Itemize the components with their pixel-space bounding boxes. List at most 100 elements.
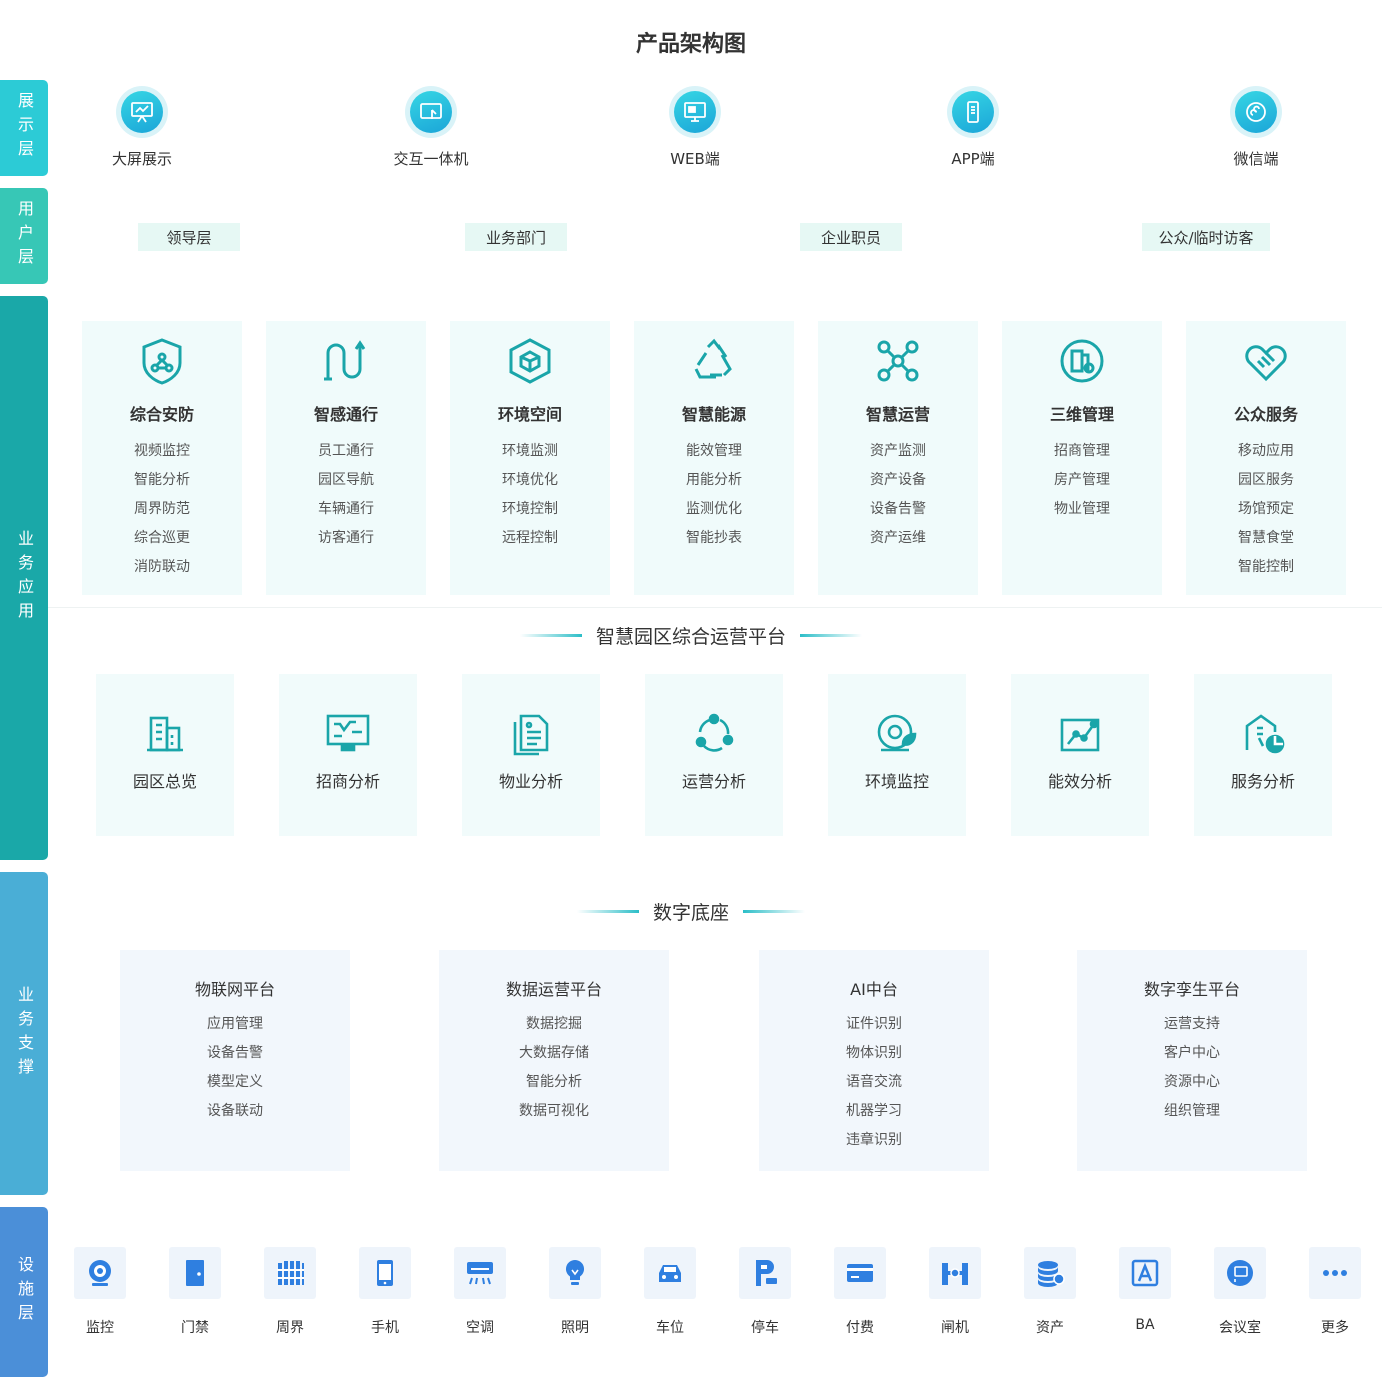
platform-card[interactable]: 环境监控	[828, 674, 966, 836]
app-module-card[interactable]: 智感通行 员工通行 园区导航 车辆通行 访客通行	[266, 321, 426, 595]
digital-platform-card[interactable]: 物联网平台 应用管理 设备告警 模型定义 设备联动	[120, 950, 350, 1171]
app-module-item[interactable]: 访客通行	[318, 530, 374, 546]
app-module-item[interactable]: 园区服务	[1238, 472, 1294, 488]
infra-item[interactable]: 周界	[250, 1247, 330, 1337]
app-module-card[interactable]: 综合安防 视频监控 智能分析 周界防范 综合巡更 消防联动	[82, 321, 242, 595]
app-module-item[interactable]: 资产监测	[870, 443, 926, 459]
infra-item[interactable]: 监控	[60, 1247, 140, 1337]
route-icon	[320, 335, 372, 387]
app-module-item[interactable]: 视频监控	[134, 443, 190, 459]
building-3d-icon	[1056, 335, 1108, 387]
digital-platform-item[interactable]: 客户中心	[1164, 1045, 1220, 1061]
digital-platform-item[interactable]: 物体识别	[846, 1045, 902, 1061]
app-module-item[interactable]: 环境优化	[502, 472, 558, 488]
digital-platform-card[interactable]: AI中台 证件识别 物体识别 语音交流 机器学习 违章识别	[759, 950, 989, 1171]
app-module-item[interactable]: 监测优化	[686, 501, 742, 517]
display-item[interactable]: 交互一体机	[371, 86, 491, 169]
app-module-item[interactable]: 场馆预定	[1238, 501, 1294, 517]
app-module-item[interactable]: 员工通行	[318, 443, 374, 459]
display-item[interactable]: WEB端	[635, 86, 755, 169]
infra-item-label: BA	[1135, 1317, 1155, 1333]
platform-title-text: 智慧园区综合运营平台	[595, 626, 786, 648]
app-module-item[interactable]: 移动应用	[1238, 443, 1294, 459]
car-icon	[644, 1247, 696, 1299]
parking-icon	[739, 1247, 791, 1299]
digital-platform-item[interactable]: 资源中心	[1164, 1074, 1220, 1090]
infra-item-label: 手机	[371, 1320, 399, 1336]
infra-item[interactable]: 停车	[725, 1247, 805, 1337]
platform-card[interactable]: 运营分析	[645, 674, 783, 836]
digital-platform-item[interactable]: 运营支持	[1164, 1016, 1220, 1032]
coins-icon	[1024, 1247, 1076, 1299]
app-module-card[interactable]: 三维管理 招商管理 房产管理 物业管理	[1002, 321, 1162, 595]
app-module-item[interactable]: 智能控制	[1238, 559, 1294, 575]
app-module-item[interactable]: 资产设备	[870, 472, 926, 488]
gate-icon	[929, 1247, 981, 1299]
app-module-item[interactable]: 园区导航	[318, 472, 374, 488]
app-module-card[interactable]: 公众服务 移动应用 园区服务 场馆预定 智慧食堂 智能控制	[1186, 321, 1346, 595]
platform-card[interactable]: 服务分析	[1194, 674, 1332, 836]
app-module-item[interactable]: 物业管理	[1054, 501, 1110, 517]
digital-platform-item[interactable]: 违章识别	[846, 1132, 902, 1148]
app-module-item[interactable]: 设备告警	[870, 501, 926, 517]
platform-card[interactable]: 能效分析	[1011, 674, 1149, 836]
digital-platform-card[interactable]: 数字孪生平台 运营支持 客户中心 资源中心 组织管理	[1077, 950, 1307, 1171]
digital-platform-item[interactable]: 数据可视化	[519, 1103, 589, 1119]
app-module-item[interactable]: 综合巡更	[134, 530, 190, 546]
digital-platform-item[interactable]: 模型定义	[207, 1074, 263, 1090]
infra-item[interactable]: 门禁	[155, 1247, 235, 1337]
user-tag[interactable]: 业务部门	[465, 223, 567, 251]
app-module-item[interactable]: 房产管理	[1054, 472, 1110, 488]
digital-platform-item[interactable]: 设备联动	[207, 1103, 263, 1119]
infra-item[interactable]: 车位	[630, 1247, 710, 1337]
infra-item[interactable]: 会议室	[1200, 1247, 1280, 1337]
display-item[interactable]: 微信端	[1196, 86, 1316, 169]
app-module-card[interactable]: 环境空间 环境监测 环境优化 环境控制 远程控制	[450, 321, 610, 595]
app-module-item[interactable]: 环境监测	[502, 443, 558, 459]
display-item[interactable]: 大屏展示	[82, 86, 202, 169]
digital-platform-item[interactable]: 证件识别	[846, 1016, 902, 1032]
infra-item[interactable]: 付费	[820, 1247, 900, 1337]
app-module-item[interactable]: 远程控制	[502, 530, 558, 546]
infra-item[interactable]: 资产	[1010, 1247, 1090, 1337]
digital-platform-item[interactable]: 语音交流	[846, 1074, 902, 1090]
app-module-item[interactable]: 车辆通行	[318, 501, 374, 517]
app-module-item[interactable]: 资产运维	[870, 530, 926, 546]
app-module-card[interactable]: 智慧运营 资产监测 资产设备 设备告警 资产运维	[818, 321, 978, 595]
digital-platform-item[interactable]: 组织管理	[1164, 1103, 1220, 1119]
app-module-item[interactable]: 智能分析	[134, 472, 190, 488]
app-module-item[interactable]: 消防联动	[134, 559, 190, 575]
infra-item[interactable]: 照明	[535, 1247, 615, 1337]
digital-platform-item[interactable]: 数据挖掘	[526, 1016, 582, 1032]
digital-platform-item[interactable]: 应用管理	[207, 1016, 263, 1032]
infra-item[interactable]: BA	[1105, 1247, 1185, 1333]
platform-card[interactable]: 物业分析	[462, 674, 600, 836]
display-item[interactable]: APP端	[913, 86, 1033, 169]
layer-label-display: 展示层	[0, 80, 48, 176]
infra-item[interactable]: 空调	[440, 1247, 520, 1337]
app-module-card[interactable]: 智慧能源 能效管理 用能分析 监测优化 智能抄表	[634, 321, 794, 595]
platform-card-name: 园区总览	[132, 772, 197, 791]
digital-platform-item[interactable]: 大数据存储	[519, 1045, 589, 1061]
platform-section-title: 智慧园区综合运营平台	[0, 622, 1382, 649]
app-module-item[interactable]: 用能分析	[686, 472, 742, 488]
user-tag[interactable]: 领导层	[138, 223, 240, 251]
infra-item[interactable]: 手机	[345, 1247, 425, 1337]
digital-platform-item[interactable]: 设备告警	[207, 1045, 263, 1061]
digital-platform-item[interactable]: 机器学习	[846, 1103, 902, 1119]
infra-item[interactable]: 闸机	[915, 1247, 995, 1337]
user-tag[interactable]: 企业职员	[800, 223, 902, 251]
app-module-item[interactable]: 周界防范	[134, 501, 190, 517]
app-module-item[interactable]: 招商管理	[1054, 443, 1110, 459]
app-module-name: 智慧运营	[865, 405, 930, 424]
infra-item[interactable]: 更多	[1295, 1247, 1375, 1337]
platform-card[interactable]: 园区总览	[96, 674, 234, 836]
platform-card[interactable]: 招商分析	[279, 674, 417, 836]
user-tag[interactable]: 公众/临时访客	[1142, 223, 1270, 251]
app-module-item[interactable]: 能效管理	[686, 443, 742, 459]
app-module-item[interactable]: 智慧食堂	[1238, 530, 1294, 546]
digital-platform-item[interactable]: 智能分析	[526, 1074, 582, 1090]
digital-platform-card[interactable]: 数据运营平台 数据挖掘 大数据存储 智能分析 数据可视化	[439, 950, 669, 1171]
app-module-item[interactable]: 环境控制	[502, 501, 558, 517]
app-module-item[interactable]: 智能抄表	[686, 530, 742, 546]
